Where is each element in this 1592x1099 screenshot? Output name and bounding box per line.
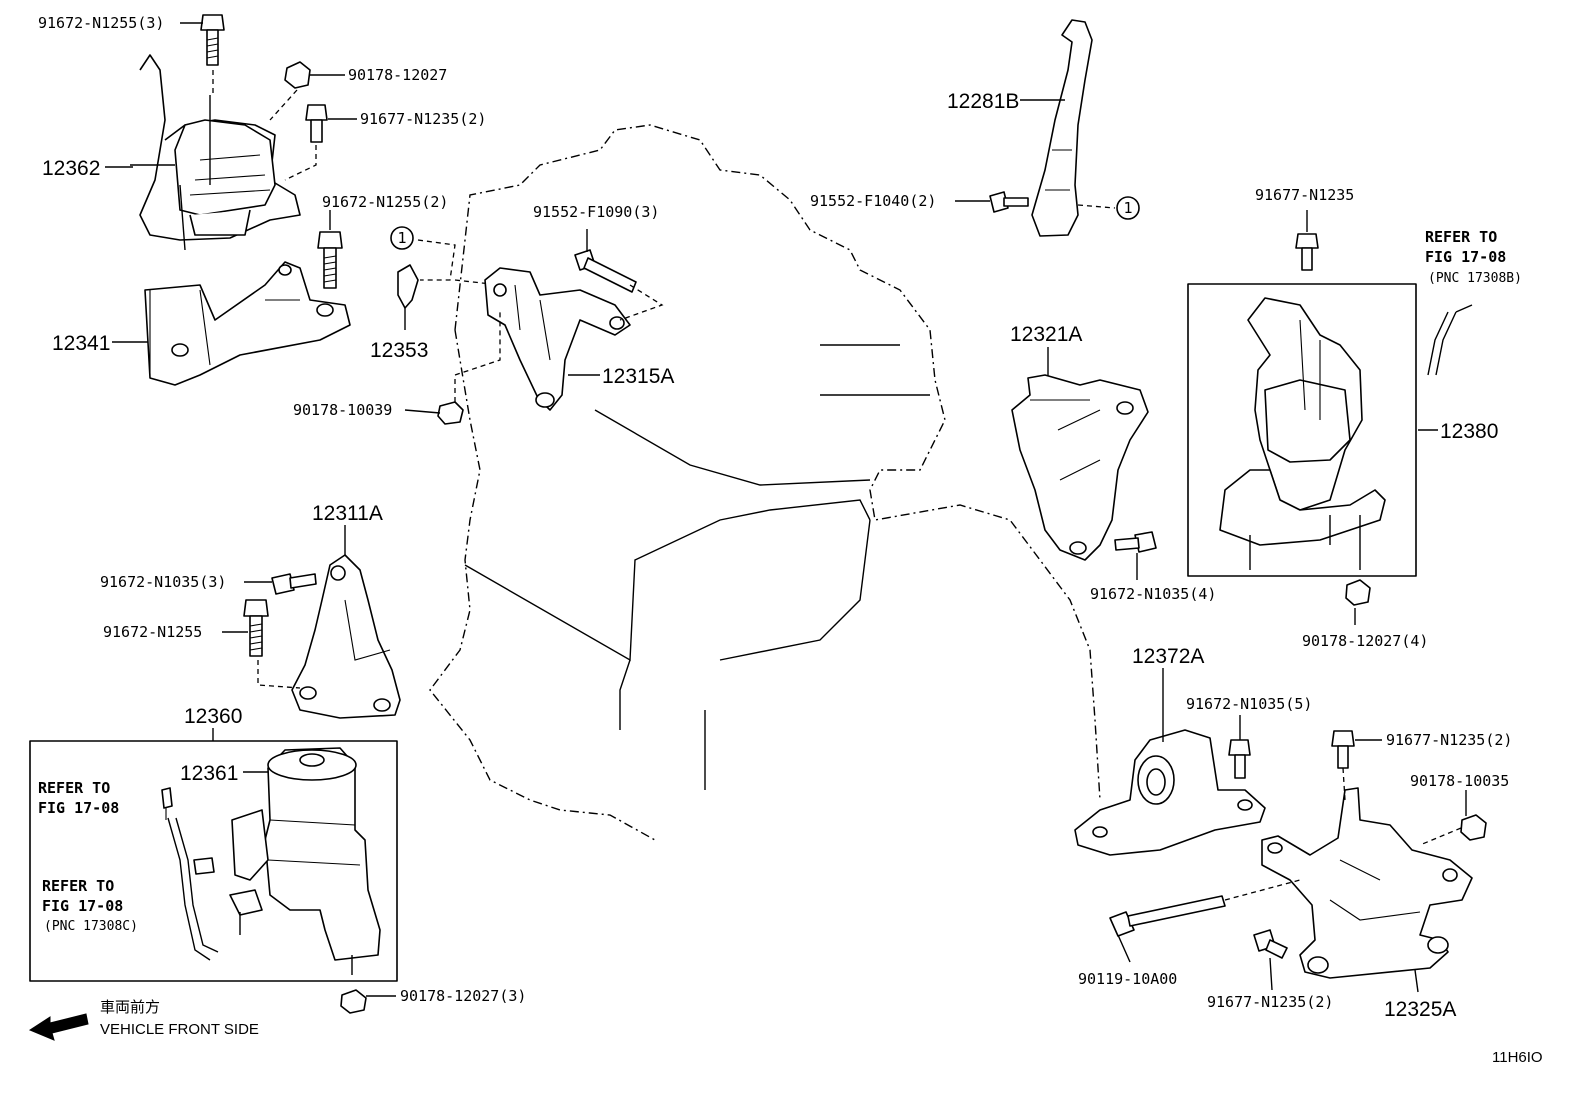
label-90178-10035: 90178-10035 bbox=[1410, 772, 1509, 790]
label-91672-N1035-4: 91672-N1035(4) bbox=[1090, 585, 1216, 603]
illustration-code: 11H6IO bbox=[1492, 1049, 1543, 1066]
label-91677-N1235-2-bottom: 91677-N1235(2) bbox=[1207, 993, 1333, 1011]
label-90178-12027-4: 90178-12027(4) bbox=[1302, 632, 1428, 650]
label-12380: 12380 bbox=[1440, 420, 1498, 443]
part-12281B-illustration bbox=[1031, 19, 1093, 237]
vehicle-front-japanese: 車両前方 bbox=[100, 999, 160, 1016]
bolt-icon bbox=[1331, 730, 1355, 769]
label-91672-N1255-3: 91672-N1255(3) bbox=[38, 14, 164, 32]
label-12361: 12361 bbox=[180, 762, 238, 785]
bolt-icon bbox=[989, 191, 1029, 213]
label-12360: 12360 bbox=[184, 705, 242, 728]
label-12315A: 12315A bbox=[602, 365, 674, 388]
label-12372A: 12372A bbox=[1132, 645, 1204, 668]
label-91677-N1235-2: 91677-N1235(2) bbox=[360, 110, 486, 128]
refer-to-line2: FIG 17-08 bbox=[1425, 248, 1506, 266]
bolt-icon bbox=[243, 599, 269, 657]
nut-icon bbox=[340, 989, 367, 1014]
nut-icon bbox=[1345, 579, 1371, 606]
label-12353: 12353 bbox=[370, 339, 428, 362]
front-arrow-icon bbox=[28, 1013, 89, 1041]
label-12325A: 12325A bbox=[1384, 998, 1456, 1021]
bolt-icon bbox=[271, 573, 317, 595]
clip-icon bbox=[161, 787, 173, 809]
label-12362: 12362 bbox=[42, 157, 100, 180]
nut-icon bbox=[1460, 814, 1487, 841]
refer-to-line2: FIG 17-08 bbox=[42, 897, 123, 915]
nut-icon bbox=[284, 61, 311, 89]
part-12321A-illustration bbox=[1011, 374, 1149, 561]
hose-illustration bbox=[167, 817, 219, 961]
hose-illustration bbox=[1427, 311, 1457, 376]
label-90178-12027-3: 90178-12027(3) bbox=[400, 987, 526, 1005]
label-90178-10039: 90178-10039 bbox=[293, 401, 392, 419]
label-90178-12027: 90178-12027 bbox=[348, 66, 447, 84]
refer-to-pnc: (PNC 17308B) bbox=[1428, 271, 1522, 286]
reference-marker-1: 1 bbox=[1116, 196, 1140, 220]
bolt-icon bbox=[574, 249, 637, 293]
part-12362-illustration bbox=[130, 54, 301, 251]
refer-to-pnc: (PNC 17308C) bbox=[44, 919, 138, 934]
part-12315A-illustration bbox=[484, 267, 631, 411]
bolt-icon bbox=[1295, 233, 1319, 271]
label-91672-N1035-5: 91672-N1035(5) bbox=[1186, 695, 1312, 713]
refer-to-line1: REFER TO bbox=[38, 779, 110, 797]
refer-to-line1: REFER TO bbox=[42, 877, 114, 895]
svg-text:1: 1 bbox=[397, 229, 406, 247]
part-12380-illustration bbox=[1219, 297, 1386, 570]
bolt-icon bbox=[1228, 739, 1251, 779]
part-12372A-illustration bbox=[1074, 729, 1266, 856]
label-91677-N1235: 91677-N1235 bbox=[1255, 186, 1354, 204]
label-91552-F1040-2: 91552-F1040(2) bbox=[810, 192, 936, 210]
part-12361-illustration bbox=[229, 747, 381, 975]
engine-outline bbox=[429, 124, 1101, 841]
part-12341-illustration bbox=[144, 261, 351, 386]
label-12321A: 12321A bbox=[1010, 323, 1082, 346]
bolt-icon bbox=[200, 14, 225, 66]
label-12341: 12341 bbox=[52, 332, 110, 355]
label-91677-N1235-2-right: 91677-N1235(2) bbox=[1386, 731, 1512, 749]
svg-text:1: 1 bbox=[1123, 199, 1132, 217]
bolt-icon bbox=[1253, 929, 1288, 959]
part-12325A-illustration bbox=[1261, 787, 1473, 979]
reference-marker-1: 1 bbox=[390, 226, 414, 250]
label-90119-10A00: 90119-10A00 bbox=[1078, 970, 1177, 988]
label-12311A: 12311A bbox=[312, 502, 383, 525]
label-91672-N1255: 91672-N1255 bbox=[103, 623, 202, 641]
leader-lines bbox=[105, 22, 1473, 997]
part-12311A-illustration bbox=[291, 554, 401, 719]
refer-to-line2: FIG 17-08 bbox=[38, 799, 119, 817]
bolt-icon bbox=[305, 104, 328, 143]
part-12353-illustration bbox=[397, 264, 419, 309]
clip-icon bbox=[193, 857, 215, 875]
refer-to-line1: REFER TO bbox=[1425, 228, 1497, 246]
label-12281B: 12281B bbox=[947, 90, 1019, 113]
bolt-icon bbox=[317, 231, 343, 289]
nut-icon bbox=[437, 401, 464, 425]
bolt-icon bbox=[1114, 531, 1157, 553]
label-91552-F1090-3: 91552-F1090(3) bbox=[533, 203, 659, 221]
vehicle-front-label: VEHICLE FRONT SIDE bbox=[100, 1021, 259, 1038]
label-91672-N1255-2: 91672-N1255(2) bbox=[322, 193, 448, 211]
bolt-icon bbox=[1109, 895, 1226, 937]
label-91672-N1035-3: 91672-N1035(3) bbox=[100, 573, 226, 591]
